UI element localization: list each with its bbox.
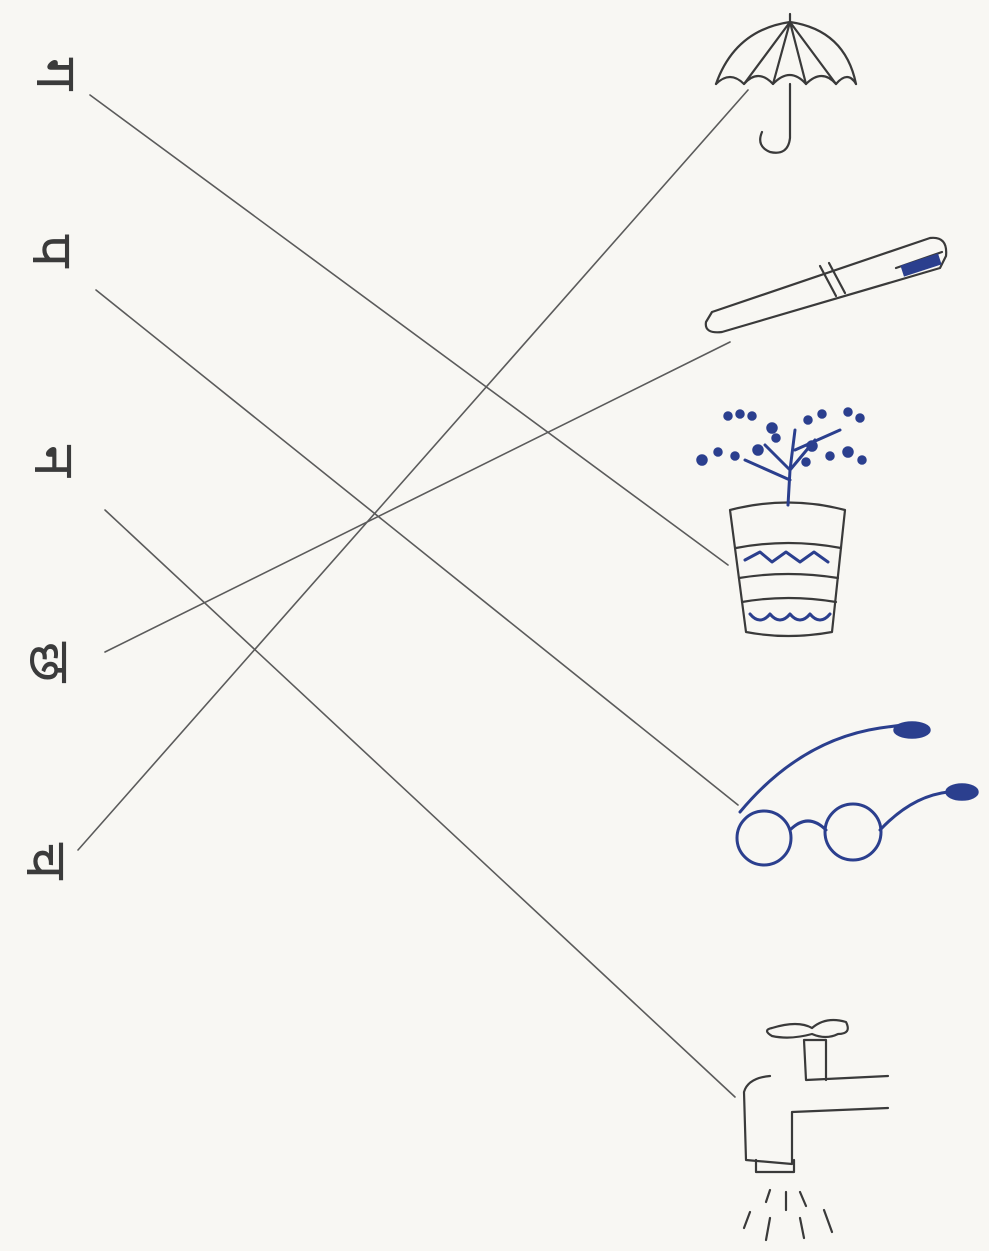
umbrella-icon	[716, 14, 856, 153]
match-line-na-tap	[105, 510, 735, 1097]
match-line-pa-spectacles	[96, 290, 738, 805]
matching-lines	[78, 90, 748, 1097]
pen-icon	[706, 238, 946, 332]
water-tap-icon	[744, 1020, 888, 1240]
spectacles-icon	[737, 722, 978, 865]
match-line-ga-flower-pot	[90, 95, 728, 565]
flower-pot-icon	[697, 408, 866, 636]
match-line-cha-umbrella	[78, 90, 748, 850]
